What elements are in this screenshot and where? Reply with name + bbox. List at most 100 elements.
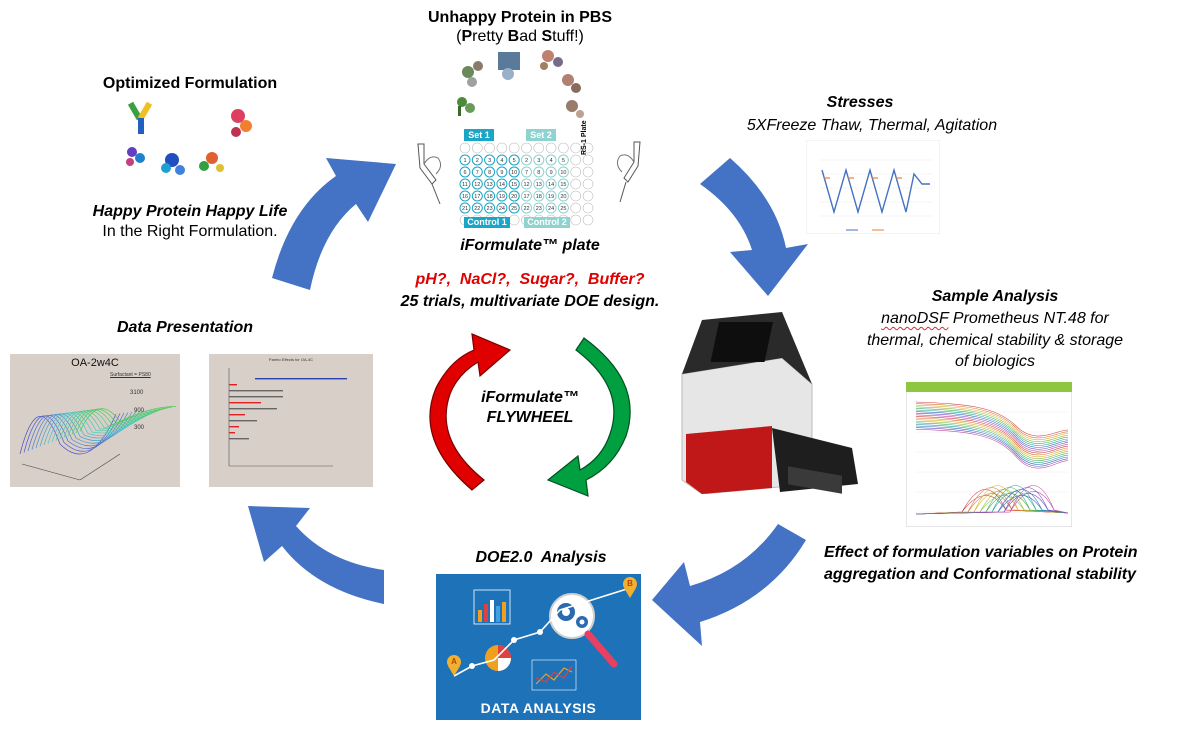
ratio-curve: [915, 417, 1069, 456]
plate-well-number: 5: [513, 158, 516, 164]
surface-tick-2: 900: [134, 408, 145, 414]
plate-numbered-well: [521, 154, 532, 166]
plate-well-number: 18: [487, 194, 493, 200]
plate-numbered-well: [496, 178, 508, 190]
derivative-curve: [915, 495, 1069, 515]
derivative-curve: [915, 493, 1069, 515]
lower-derivative-curves: [915, 485, 1069, 515]
plate-well-number: 12: [523, 182, 529, 188]
cycle-arrow-top-left: [272, 158, 396, 290]
stresses-title: Stresses: [826, 94, 894, 111]
surface-mesh-line: [79, 406, 177, 432]
plate-numbered-well: [533, 202, 545, 214]
plate-numbered-well: [484, 166, 496, 178]
plate-well: [582, 178, 594, 190]
plate-numbered-well: [471, 154, 483, 166]
ratio-curve: [915, 414, 1069, 452]
ratio-curve: [915, 408, 1069, 444]
unhappy-subtitle: (Pretty Bad Stuff!): [380, 27, 660, 46]
plate-well: [570, 166, 581, 178]
plate-well: [570, 190, 581, 202]
derivative-curve: [915, 491, 1069, 515]
surface-mesh-line: [71, 407, 169, 435]
plate-well-number: 23: [536, 206, 542, 212]
variables-text: pH?, NaCl?, Sugar?, Buffer?: [415, 271, 645, 288]
plate-well-number: 14: [499, 182, 505, 188]
pareto-bar: [229, 414, 245, 416]
plate-well-number: 10: [560, 170, 566, 176]
stress-profile-chart: [806, 140, 940, 234]
data-analysis-image: A B DATA ANALYSIS: [436, 574, 641, 720]
plate-well-number: 4: [500, 158, 503, 164]
plate-well: [582, 190, 594, 202]
flywheel-red-arrow: [429, 333, 512, 491]
plate-well-number: 10: [511, 170, 517, 176]
ratio-curve: [915, 404, 1069, 441]
plate-numbered-well: [508, 166, 520, 178]
pareto-bars: [229, 378, 347, 440]
plate-numbered-well: [521, 190, 532, 202]
pareto-bar: [229, 396, 283, 398]
surface-mesh-line: [67, 407, 165, 437]
plate-well-number: 13: [536, 182, 542, 188]
protein-molecule-2: [498, 52, 520, 80]
plate-well: [521, 142, 532, 154]
set-2-label: Set 2: [526, 129, 556, 141]
plate-numbered-well: [521, 178, 532, 190]
marker-b-pin-icon: [623, 577, 637, 598]
plate-numbered-well: [471, 166, 483, 178]
surface-mesh-line: [35, 411, 133, 449]
pareto-bar: [229, 438, 249, 440]
surface-mesh-line: [55, 409, 153, 441]
control-1-label: Control 1: [464, 217, 510, 228]
ratio-curve: [915, 427, 1069, 467]
plate-well-number: 4: [550, 158, 553, 164]
nanodsf-brand: nanoDSF: [881, 310, 949, 327]
line-chart-icon: [531, 659, 577, 691]
plate-well: [558, 142, 569, 154]
plate-numbered-well: [459, 166, 471, 178]
plate-well-number: 7: [476, 170, 479, 176]
surface-plot-panel: OA-2w4C Surfactant = PS80 3100 900 300: [10, 354, 180, 487]
surface-mesh-line: [19, 413, 117, 455]
plate-well: [570, 142, 581, 154]
plate-numbered-well: [459, 178, 471, 190]
data-analysis-illustration: [436, 574, 641, 720]
plate-well-number: 13: [487, 182, 493, 188]
happy-proteins-image: [126, 101, 252, 175]
doe-title: DOE2.0 Analysis: [475, 549, 607, 566]
plate-well-number: 15: [511, 182, 517, 188]
marker-a-label: A: [451, 657, 457, 666]
plate-numbered-well: [484, 202, 496, 214]
plate-caption: iFormulate™ plate: [460, 237, 600, 254]
plate-well-number: 7: [525, 170, 528, 176]
happy-antibody-4: [199, 152, 224, 172]
surface-plot-title: OA-2w4C: [71, 357, 119, 369]
plate-numbered-well: [533, 166, 545, 178]
plate-numbered-well: [557, 154, 569, 166]
ratio-curve: [915, 412, 1069, 450]
surface-plot-legend: Surfactant = PS80: [110, 372, 151, 378]
protein-molecule-6: [566, 100, 584, 118]
upper-ratio-curves: [915, 401, 1069, 469]
right-formulation-text: In the Right Formulation.: [102, 223, 278, 240]
sample-analysis-line1: nanoDSF Prometheus NT.48 for: [840, 309, 1150, 328]
plate-numbered-well: [484, 154, 496, 166]
plate-numbered-well: [545, 202, 557, 214]
plate-well-number: 21: [462, 206, 468, 212]
plate-well-number: 2: [476, 158, 479, 164]
route-path-icon: [453, 587, 631, 677]
trials-text: 25 trials, multivariate DOE design.: [400, 293, 660, 310]
plate-well-number: 22: [523, 206, 529, 212]
happy-antibody-3: [161, 153, 185, 175]
pie-chart-icon: [485, 645, 511, 671]
plate-numbered-well: [533, 178, 545, 190]
plate-numbered-well: [496, 202, 508, 214]
plate-grid: 1122334455667788991010111112121313141415…: [459, 142, 594, 226]
plate-numbered-well: [471, 178, 483, 190]
right-pipette-icon: [616, 141, 641, 203]
plate-well-number: 16: [462, 194, 468, 200]
stresses-detail: 5XFreeze Thaw, Thermal, Agitation: [746, 117, 998, 134]
instrument-red-panel: [686, 426, 772, 494]
